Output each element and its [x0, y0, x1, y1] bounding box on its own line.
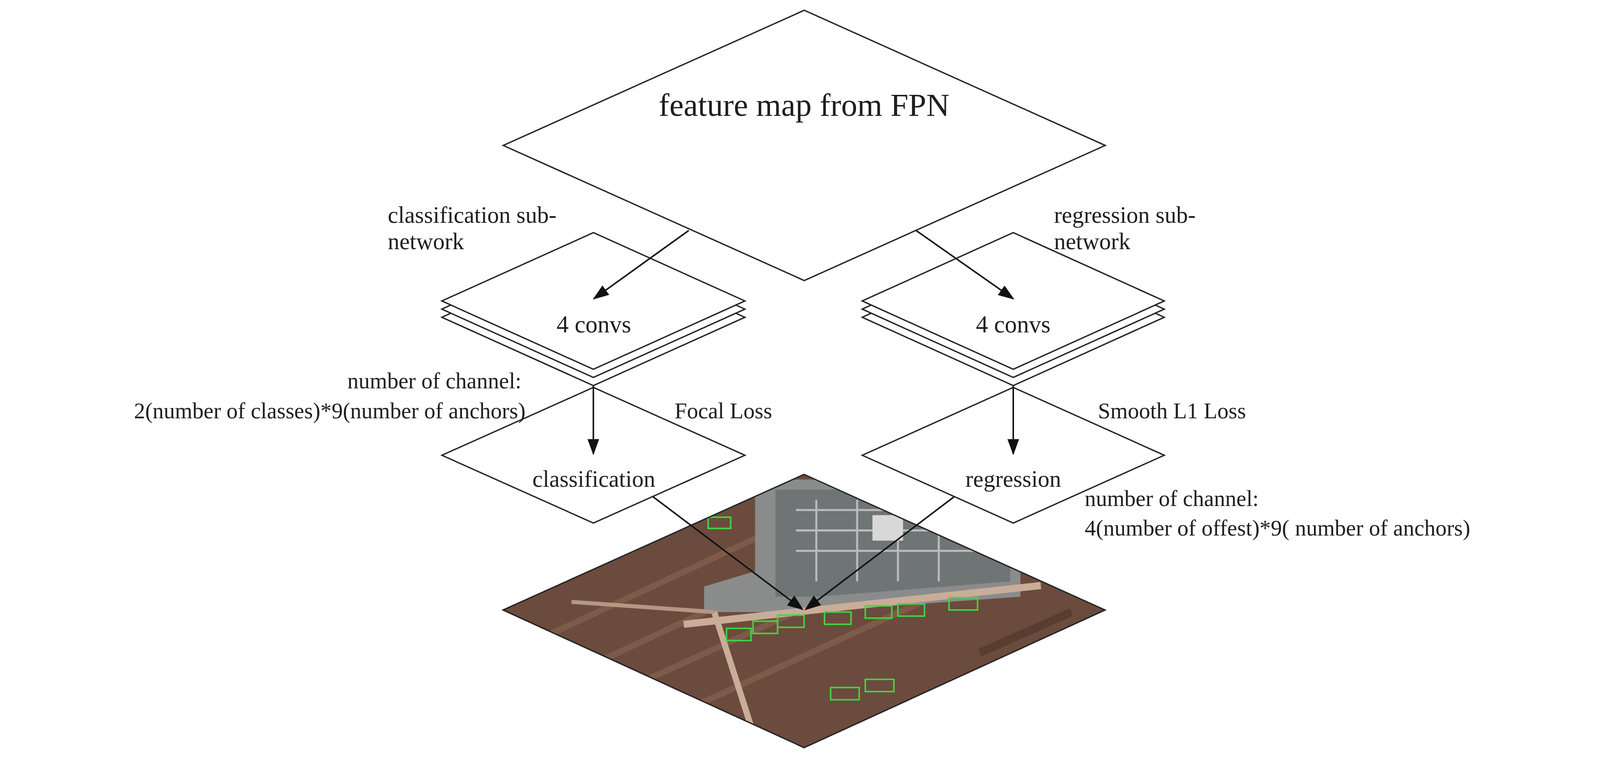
node-outline	[441, 232, 745, 386]
conv-layer	[441, 232, 745, 370]
channel-note: 4(number of offest)*9( number of anchors…	[1084, 515, 1471, 542]
subnetwork-heading: regression sub-network	[1054, 201, 1259, 256]
loss-label: Smooth L1 Loss	[1098, 398, 1247, 425]
channel-note: number of channel:	[1084, 486, 1259, 513]
node-label: feature map from FPN	[658, 86, 950, 124]
node-label: classification	[532, 466, 655, 493]
detection-box	[752, 621, 778, 634]
detection-box	[830, 688, 860, 701]
connector-arrow	[594, 230, 689, 300]
output-arrow	[806, 496, 955, 610]
detection-box	[865, 606, 892, 619]
subnetwork-heading: classification sub-network	[387, 201, 592, 256]
road	[683, 586, 1041, 625]
channel-note: number of channel:	[347, 368, 522, 395]
detection-box	[949, 598, 978, 611]
detection-box	[865, 679, 895, 692]
connector-arrow	[592, 385, 595, 455]
node-label: 4 convs	[975, 310, 1051, 339]
loss-label: Focal Loss	[674, 398, 773, 425]
detection-box	[898, 604, 925, 617]
node-outline	[862, 232, 1165, 386]
road	[571, 602, 715, 613]
detection-box	[824, 612, 852, 625]
detection-box	[708, 517, 731, 529]
conv-stack: regression sub-network4 convs	[862, 232, 1165, 386]
node-label: 4 convs	[556, 310, 631, 339]
detection-box	[777, 615, 805, 628]
output-arrow	[653, 496, 803, 610]
transformer	[872, 515, 903, 541]
conv-stack: classification sub-network4 convs	[441, 232, 745, 386]
channel-note: 2(number of classes)*9(number of anchors…	[133, 398, 526, 425]
connector-arrow	[1012, 385, 1014, 455]
connector-arrow	[915, 230, 1014, 300]
node-label: regression	[965, 466, 1062, 493]
detection-boxes	[708, 517, 978, 701]
detection-box	[726, 628, 752, 641]
